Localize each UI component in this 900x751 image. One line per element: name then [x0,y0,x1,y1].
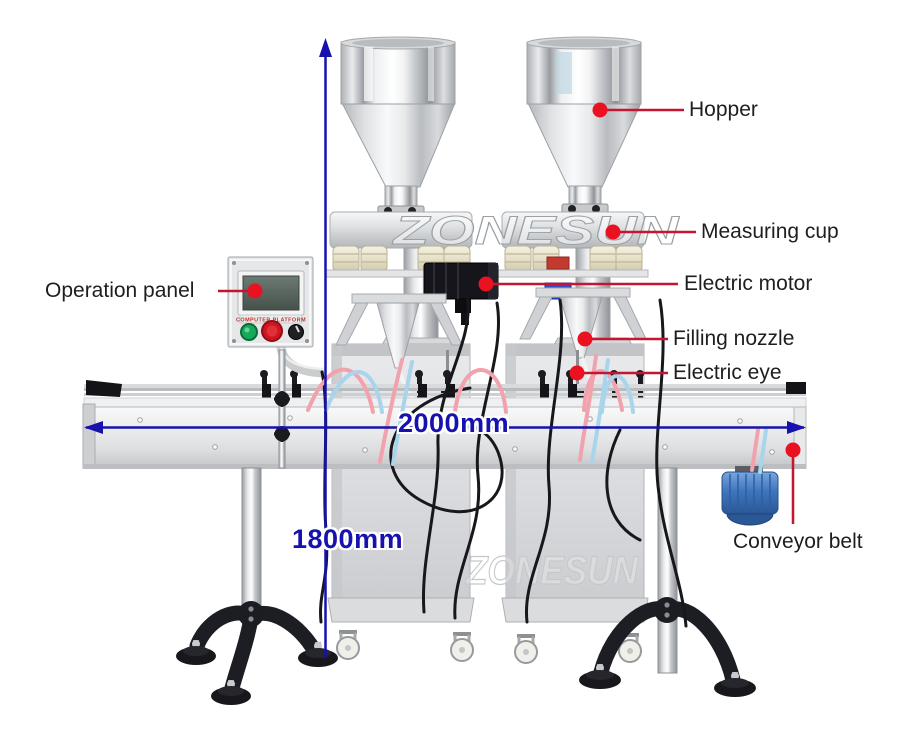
operation-panel-label: Operation panel [45,279,195,302]
conveyor-belt-label: Conveyor belt [733,530,863,553]
dimension-height-line [319,38,332,658]
dimension-length-line [84,421,806,434]
caster-wheel [450,632,474,662]
hopper-right [526,36,642,216]
height-dimension-label: 1800mm [292,524,404,554]
annotation-dots [247,102,801,458]
operation-panel: COMPUTER PLATFORM [227,256,325,469]
brand-watermark-upper: ZONESUN [392,209,680,253]
hopper-left [340,36,456,218]
length-dimension-label: 2000mm [398,408,510,438]
conveyor-stand-left [176,467,338,705]
arrowhead-right [787,421,806,434]
measuring-cup-label: Measuring cup [701,220,839,243]
adjustable-feet [176,640,338,705]
arrowhead-left [84,421,103,434]
pneumatic-tubes [306,354,768,474]
electric-eye-label: Electric eye [673,361,782,384]
filling-nozzle-label: Filling nozzle [673,327,795,350]
panel-emergency-stop-button[interactable] [261,320,283,342]
panel-selector-knob[interactable] [288,324,304,340]
arrowhead-up [319,38,332,57]
conveyor-screws [137,415,775,455]
electric-motor-label: Electric motor [684,272,813,295]
caster-wheel [514,634,538,664]
adjustable-feet [579,664,756,697]
clamp-knobs [274,391,290,442]
panel-start-button[interactable] [240,323,258,341]
hopper-label: Hopper [689,98,758,121]
conveyor-gear-motor [721,466,779,526]
caster-wheels [336,630,642,664]
annotation-leaders [218,108,795,524]
filling-head-left [335,293,463,417]
brand-watermark-lower: ZONESUN [465,549,639,593]
caster-wheel [336,630,360,660]
